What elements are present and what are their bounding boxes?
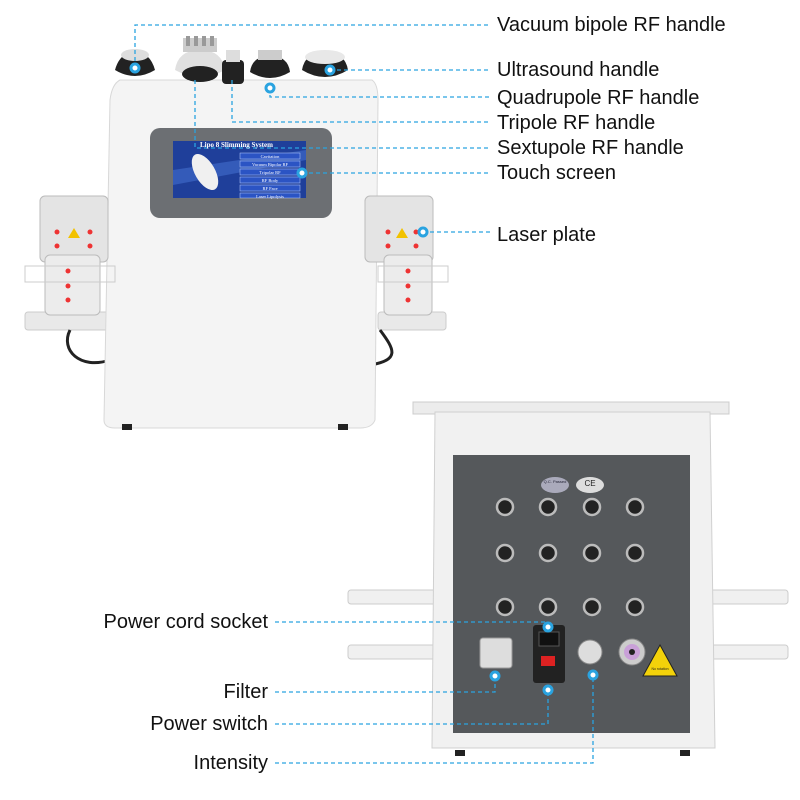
label-power-switch: Power switch (150, 713, 268, 735)
label-intensity: Intensity (193, 752, 268, 774)
screen-menu-item: RF Body (261, 178, 279, 183)
screen-title: Lipo 8 Slimming System (200, 141, 273, 149)
connector-socket (495, 543, 515, 563)
connector-socket (538, 543, 558, 563)
label-power-cord-socket: Power cord socket (103, 611, 268, 633)
label-vacuum-bipole-rf-handle: Vacuum bipole RF handle (497, 14, 726, 36)
back-panel (453, 455, 690, 733)
power-switch[interactable] (541, 656, 555, 666)
connector-socket (582, 543, 602, 563)
screen-menu-item: Vacuum Bipolar RF (252, 162, 288, 167)
connector-socket (538, 497, 558, 517)
label-ultrasound-handle: Ultrasound handle (497, 59, 660, 81)
label-tripole-rf-handle: Tripole RF handle (497, 112, 656, 134)
front-machine (24, 36, 449, 430)
laser-plates-right (364, 195, 434, 316)
label-filter: Filter (223, 681, 268, 703)
warning-text: No rotation (651, 667, 669, 671)
connector-socket (495, 497, 515, 517)
handles (115, 36, 348, 84)
screen-menu-item: RF Face (262, 186, 278, 191)
filter-connector (479, 637, 513, 669)
ce-badge: CE (584, 479, 596, 488)
connector-socket (625, 543, 645, 563)
connector-socket (582, 597, 602, 617)
label-touch-screen: Touch screen (497, 162, 616, 184)
screen-menu-item: Laser Lipolysis (256, 194, 284, 199)
connector-socket (625, 497, 645, 517)
laser-plates-left (39, 195, 109, 316)
back-machine (129, 24, 789, 764)
screen-menu-item: Tripolar RF (259, 170, 281, 175)
connector-sockets (495, 497, 645, 617)
screen-menu: Cavitation Vacuum Bipolar RF Tripolar RF… (240, 153, 300, 201)
intensity-knob[interactable] (577, 639, 603, 665)
connector-socket (625, 597, 645, 617)
label-sextupole-rf-handle: Sextupole RF handle (497, 137, 684, 159)
qc-badge: Q.C. Passed (543, 479, 567, 484)
callout-dots (129, 62, 599, 696)
screen-menu-item: Cavitation (260, 154, 280, 159)
label-quadrupole-rf-handle: Quadrupole RF handle (497, 87, 700, 109)
warning-triangle-icon (642, 643, 678, 677)
connector-socket (495, 597, 515, 617)
connector-socket (582, 497, 602, 517)
label-laser-plate: Laser plate (497, 224, 596, 246)
connector-socket (538, 597, 558, 617)
